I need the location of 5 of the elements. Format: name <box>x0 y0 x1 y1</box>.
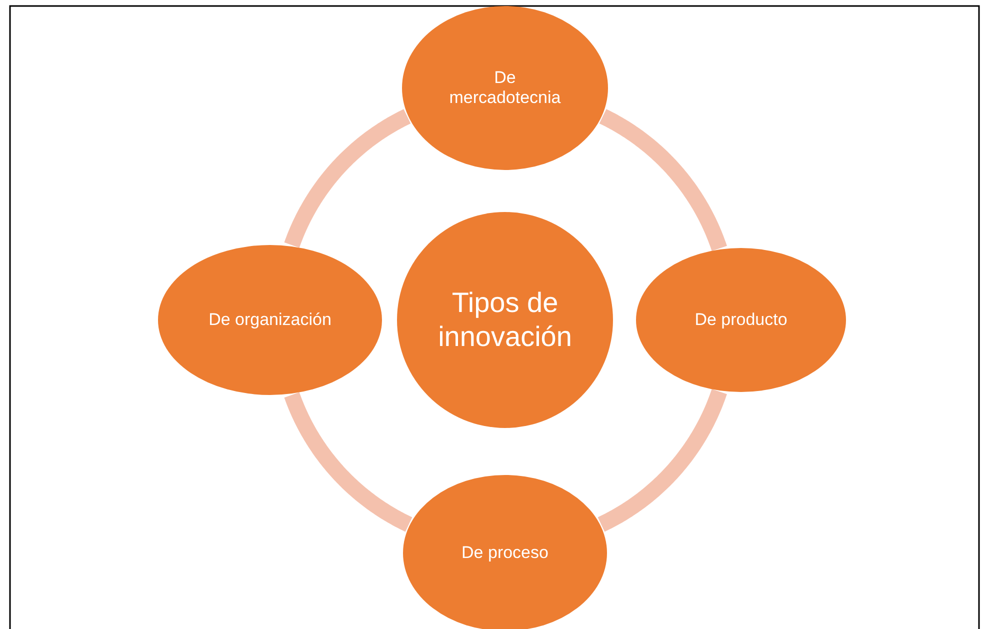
node-label: Tipos de innovación <box>437 286 573 354</box>
node-label: De proceso <box>460 542 550 564</box>
node-label: De mercadotecnia <box>448 68 562 108</box>
node-label: De organización <box>208 310 332 330</box>
node-label: De producto <box>694 310 788 330</box>
